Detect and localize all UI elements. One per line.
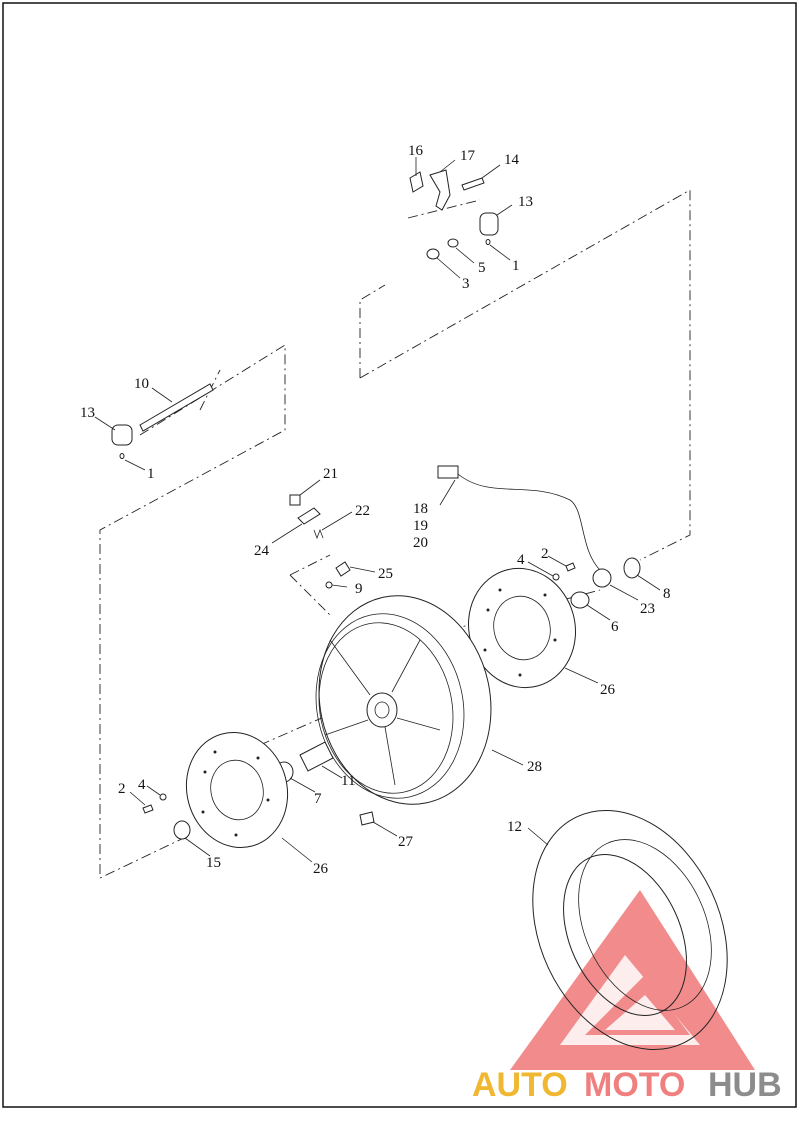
watermark-auto: AUTO — [472, 1066, 568, 1104]
watermark-moto: MOTO — [584, 1066, 685, 1104]
callout-27: 27 — [398, 834, 414, 850]
callout-3: 3 — [462, 276, 470, 292]
callout-2-right: 2 — [541, 546, 549, 562]
callout-21: 21 — [323, 466, 338, 482]
callout-8: 8 — [663, 586, 671, 602]
sensor-cable — [457, 473, 601, 571]
callout-17: 17 — [460, 148, 476, 164]
part-27-weight — [359, 811, 375, 826]
callout-24: 24 — [254, 543, 270, 559]
callout-26-upper: 26 — [600, 682, 616, 698]
diagram-border — [2, 2, 797, 1108]
callout-13-left: 13 — [80, 405, 95, 421]
callout-13-top: 13 — [518, 194, 533, 210]
callout-4-right: 4 — [517, 552, 525, 568]
callout-9: 9 — [355, 581, 363, 597]
part-15-spacer — [173, 820, 191, 840]
part-2-screw — [565, 562, 576, 572]
callout-2-left: 2 — [118, 781, 126, 797]
part-9-grommet — [325, 581, 333, 589]
watermark-text: AUTO MOTO HUB — [472, 1066, 782, 1104]
watermark-logo — [510, 890, 755, 1070]
callout-12: 12 — [507, 819, 522, 835]
caliper-bracket-group — [409, 169, 499, 260]
brake-disc-front — [142, 732, 289, 848]
part-2-screw-b — [142, 804, 154, 814]
callout-11: 11 — [341, 773, 355, 789]
callout-5: 5 — [478, 260, 486, 276]
part-16-clip — [409, 171, 424, 193]
part-21-valve-cap — [289, 494, 301, 506]
callout-1-top: 1 — [512, 258, 520, 274]
part-22-spring — [313, 528, 324, 540]
part-5-nut — [447, 238, 459, 248]
leader-lines — [94, 157, 661, 863]
part-11-spacer — [299, 741, 334, 772]
callout-1-left: 1 — [147, 466, 155, 482]
part-18-connector — [437, 465, 459, 479]
callout-25: 25 — [378, 566, 393, 582]
callout-15: 15 — [206, 855, 221, 871]
callout-26-lower: 26 — [313, 861, 329, 877]
part-4-washer — [552, 573, 560, 581]
callout-7: 7 — [314, 791, 322, 807]
part-1-oring — [485, 239, 491, 245]
part-14-bolt — [461, 177, 485, 191]
callout-18: 18 — [413, 501, 428, 517]
callout-14: 14 — [504, 152, 520, 168]
callout-23: 23 — [640, 601, 655, 617]
part-13-spacer-b — [111, 424, 133, 446]
callouts: 16 17 14 13 5 1 3 10 13 1 21 22 24 18 19… — [80, 143, 671, 877]
part-17-bracket — [429, 169, 451, 211]
part-1-oring-b — [119, 453, 125, 459]
part-6-spacer — [570, 591, 590, 609]
callout-4-left: 4 — [138, 777, 146, 793]
part-10-axle — [139, 383, 214, 432]
part-4-washer-b — [159, 793, 167, 801]
callout-10: 10 — [134, 376, 149, 392]
part-3-washer — [426, 248, 440, 260]
callout-16: 16 — [408, 143, 424, 159]
axle-group — [111, 383, 214, 459]
valve-sensor-group — [289, 465, 641, 609]
callout-6: 6 — [611, 619, 619, 635]
part-8-cap — [623, 557, 641, 579]
callout-28: 28 — [527, 759, 542, 775]
part-25-valve-stem — [335, 561, 351, 577]
callout-22: 22 — [355, 503, 370, 519]
watermark-hub: HUB — [708, 1066, 782, 1104]
callout-19: 19 — [413, 518, 428, 534]
part-13-spacer — [479, 212, 499, 236]
wheel-rim — [315, 595, 492, 805]
part-23-speed-sensor — [592, 568, 612, 588]
callout-20: 20 — [413, 535, 428, 551]
part-24-valve-nut — [297, 507, 321, 525]
tire — [532, 809, 728, 1051]
